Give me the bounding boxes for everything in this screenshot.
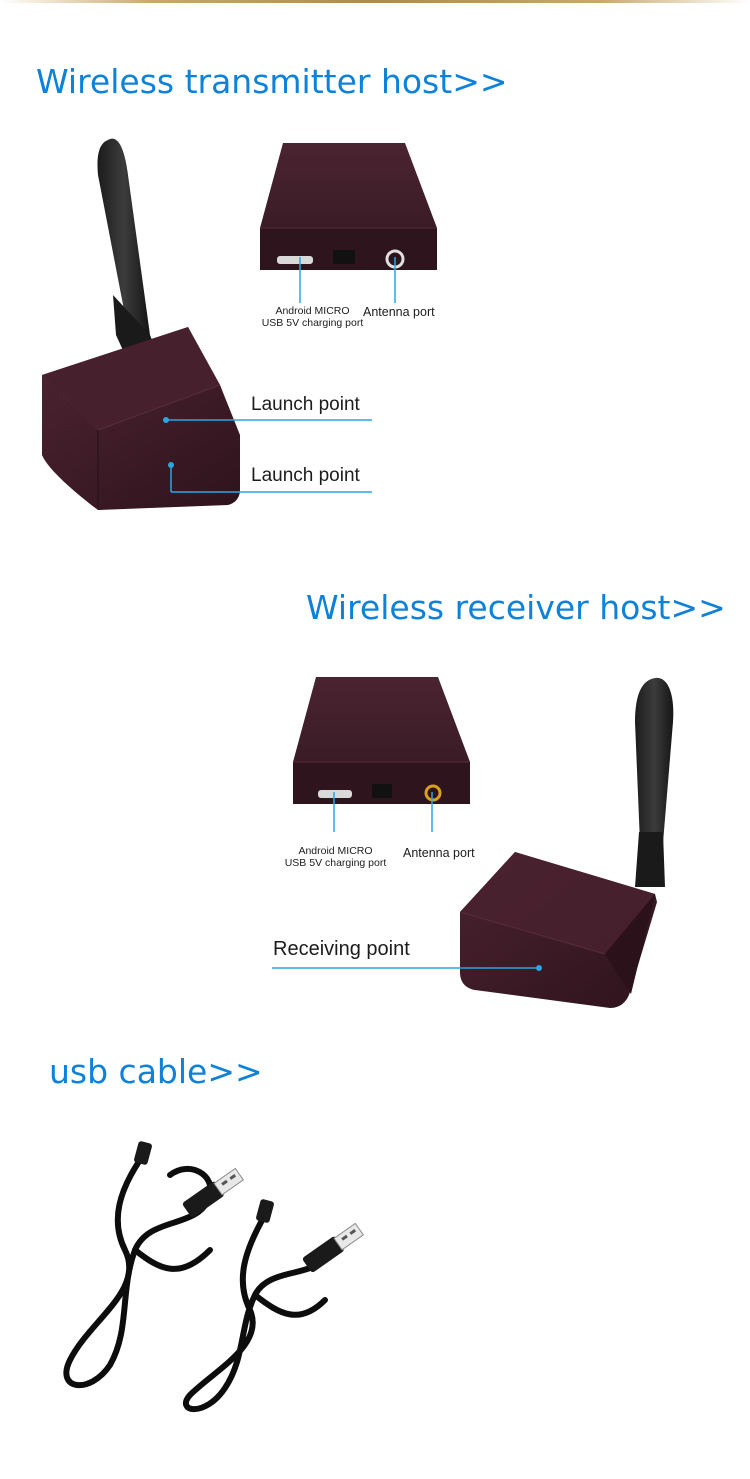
receiver-heading: Wireless receiver host>> (306, 588, 726, 627)
antenna-port-icon (424, 784, 442, 802)
transmitter-device-image (42, 138, 240, 510)
transmitter-port-leader-lines (299, 257, 396, 303)
receiver-antenna-port-label: Antenna port (403, 846, 475, 860)
receiver-device-image (459, 677, 674, 1008)
receiver-ports-device-image (293, 677, 470, 804)
transmitter-callout-launch-point-2: Launch point (251, 465, 360, 486)
receiver-callout-receiving-point: Receiving point (273, 938, 410, 960)
transmitter-antenna-port-label: Antenna port (363, 305, 435, 319)
usb-port-icon (277, 256, 313, 264)
usb-port-icon (318, 790, 352, 798)
receiver-callout-line (272, 967, 540, 969)
antenna-icon (97, 138, 150, 341)
transmitter-usb-port-label: Android MICRO USB 5V charging port (261, 305, 364, 329)
transmitter-heading: Wireless transmitter host>> (36, 62, 508, 101)
receiver-usb-port-label: Android MICRO USB 5V charging port (284, 845, 387, 869)
transmitter-ports-device-image (260, 143, 437, 270)
transmitter-callout-lines (166, 419, 372, 493)
antenna-icon (635, 677, 674, 867)
usb-cables-image (63, 1141, 365, 1413)
transmitter-callout-launch-point-1: Launch point (251, 394, 360, 415)
cable-heading: usb cable>> (49, 1052, 263, 1091)
top-accent-bar (0, 0, 750, 3)
receiver-port-leader-lines (333, 792, 433, 832)
